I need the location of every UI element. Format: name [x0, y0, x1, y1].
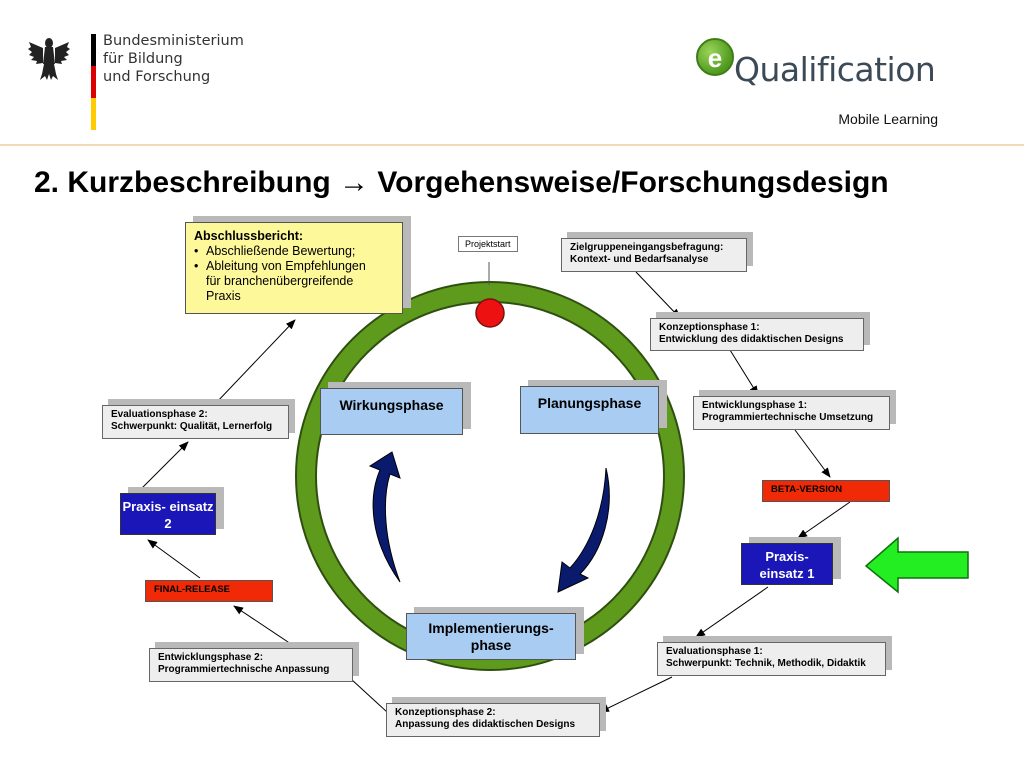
konzeption2-desc: Anpassung des didaktischen Designs [395, 719, 576, 730]
evaluation1-desc: Schwerpunkt: Technik, Methodik, Didaktik [666, 658, 866, 669]
page-title: 2. Kurzbeschreibung → Vorgehensweise/For… [34, 166, 889, 199]
arrow-ziel-konzeption1 [635, 271, 681, 319]
abschluss-item: Ableitung von Empfehlungen [194, 259, 394, 274]
green-pointer-arrow [864, 536, 969, 594]
cycle-ring-inner [297, 283, 683, 669]
praxis2-label-2: einsatz 2 [164, 499, 214, 531]
projektstart-label: Projektstart [458, 236, 518, 252]
zielgruppen-title: Zielgruppeneingangsbefragung: [570, 242, 724, 253]
entwicklung1-box: Entwicklungsphase 1: Programmiertechnisc… [693, 396, 890, 430]
entwicklung2-title: Entwicklungsphase 2: [158, 652, 264, 663]
abschluss-list: Abschließende Bewertung; Ableitung von E… [194, 244, 394, 274]
wirkungsphase-label: Wirkungsphase [339, 397, 444, 413]
equalification-logo: e Qualification [696, 38, 976, 108]
brand-name: Qualification [734, 50, 936, 89]
implementierungsphase-box: Implementierungs- phase [406, 613, 576, 660]
abschluss-item-cont: für branchenübergreifende [206, 274, 354, 288]
entwicklung2-box: Entwicklungsphase 2: Programmiertechnisc… [149, 648, 353, 682]
cycle-arrow-right [557, 467, 610, 593]
abschluss-heading: Abschlussbericht: [194, 229, 304, 243]
brand-subtitle: Mobile Learning [838, 111, 938, 127]
evaluation2-box: Evaluationsphase 2: Schwerpunkt: Qualitä… [102, 405, 289, 439]
abschluss-item: Abschließende Bewertung; [194, 244, 394, 259]
arrow-praxis2-evaluation2 [139, 441, 189, 491]
evaluation1-title: Evaluationsphase 1: [666, 646, 763, 657]
ministry-name: Bundesministerium für Bildung und Forsch… [103, 33, 244, 85]
praxiseinsatz2-box: Praxis- einsatz 2 [120, 493, 216, 535]
konzeption2-box: Konzeptionsphase 2: Anpassung des didakt… [386, 703, 600, 737]
entwicklung2-desc: Programmiertechnische Anpassung [158, 664, 330, 675]
projektstart-dot [475, 298, 505, 328]
evaluation1-box: Evaluationsphase 1: Schwerpunkt: Technik… [657, 642, 886, 676]
arrow-praxis1-evaluation1 [695, 586, 769, 638]
beta-version-box: BETA-VERSION [762, 480, 890, 502]
praxis1-label-1: Praxis- [765, 549, 809, 564]
arrow-evaluation2-abschluss [215, 319, 296, 404]
evaluation2-title: Evaluationsphase 2: [111, 409, 208, 420]
wirkungsphase-box: Wirkungsphase [320, 388, 463, 435]
cycle-arrow-left [368, 451, 401, 583]
arrow-konzeption1-entwicklung1 [729, 349, 759, 396]
praxis2-label-1: Praxis- [122, 499, 166, 514]
abschluss-item-cont: Praxis [206, 289, 241, 303]
konzeption1-title: Konzeptionsphase 1: [659, 322, 760, 333]
arrow-konzeption2-entwicklung2 [350, 678, 388, 713]
ministry-logo: Bundesministerium für Bildung und Forsch… [18, 28, 260, 138]
planungsphase-box: Planungsphase [520, 386, 659, 434]
arrow-entwicklung2-final [233, 605, 292, 645]
zielgruppen-box: Zielgruppeneingangsbefragung: Kontext- u… [561, 238, 747, 272]
entwicklung1-title: Entwicklungsphase 1: [702, 400, 808, 411]
konzeption2-title: Konzeptionsphase 2: [395, 707, 496, 718]
praxiseinsatz1-box: Praxis- einsatz 1 [741, 543, 833, 585]
evaluation2-desc: Schwerpunkt: Qualität, Lernerfolg [111, 421, 273, 432]
implementierung-label-1: Implementierungs- [428, 620, 554, 636]
konzeption1-desc: Entwicklung des didaktischen Designs [659, 334, 844, 345]
federal-eagle-icon [28, 38, 70, 80]
arrow-entwicklung1-beta [794, 429, 831, 478]
praxis1-label-2: einsatz 1 [759, 566, 815, 581]
konzeption1-box: Konzeptionsphase 1: Entwicklung des dida… [650, 318, 864, 351]
entwicklung1-desc: Programmiertechnische Umsetzung [702, 412, 874, 423]
header: Bundesministerium für Bildung und Forsch… [0, 0, 1024, 144]
abschlussbericht-box: Abschlussbericht: Abschließende Bewertun… [185, 222, 403, 314]
e-logo-icon: e [696, 38, 734, 76]
planungsphase-label: Planungsphase [537, 395, 642, 411]
zielgruppen-desc: Kontext- und Bedarfsanalyse [570, 254, 709, 265]
arrow-beta-praxis1 [797, 501, 851, 539]
arrow-evaluation1-konzeption2 [599, 676, 673, 713]
arrow-final-praxis2 [147, 539, 201, 579]
header-divider [0, 144, 1024, 146]
german-flag [91, 34, 96, 130]
final-release-box: FINAL-RELEASE [145, 580, 273, 602]
implementierung-label-2: phase [470, 637, 512, 653]
